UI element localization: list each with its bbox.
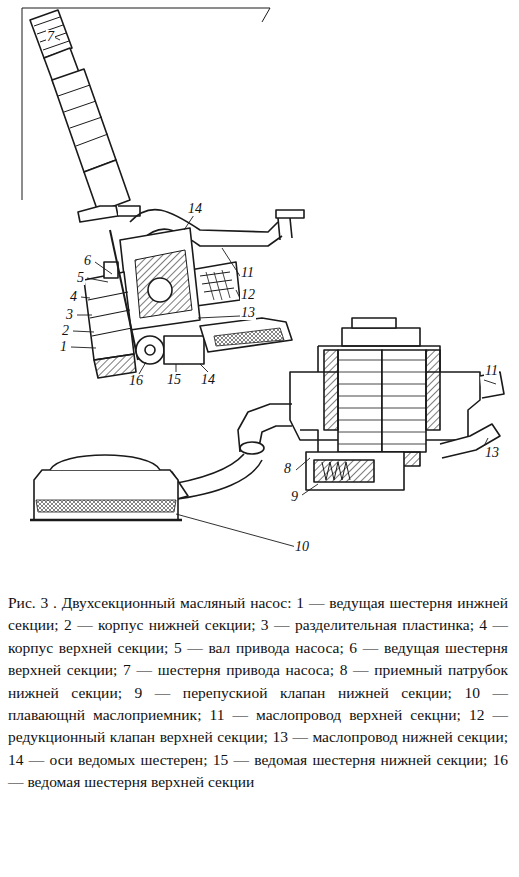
callout-number: 4 — [69, 290, 78, 304]
caption-text: Рис. 3 . Двухсекционный масляный насос: … — [8, 594, 508, 790]
callout-number: 16 — [128, 374, 144, 388]
callout-number: 3 — [65, 308, 74, 322]
callout-number: 15 — [166, 373, 182, 387]
callout-number: 8 — [283, 462, 292, 476]
callout-number: 5 — [76, 271, 85, 285]
callout-number: 13 — [240, 306, 256, 320]
callout-number: 9 — [290, 490, 299, 504]
figure-caption: Рис. 3 . Двухсекционный масляный насос: … — [8, 592, 508, 794]
callout-number: 12 — [240, 288, 256, 302]
callout-number: 14 — [187, 202, 203, 216]
callout-number: 14 — [200, 373, 216, 387]
callout-number: 7 — [46, 30, 55, 44]
callout-number: 11 — [484, 364, 499, 378]
callout-number: 1 — [59, 340, 68, 354]
callout-number: 10 — [294, 540, 310, 554]
callout-number: 11 — [240, 266, 255, 280]
callout-number: 13 — [484, 446, 500, 460]
callout-number: 2 — [61, 324, 70, 338]
callout-number: 6 — [83, 254, 92, 268]
